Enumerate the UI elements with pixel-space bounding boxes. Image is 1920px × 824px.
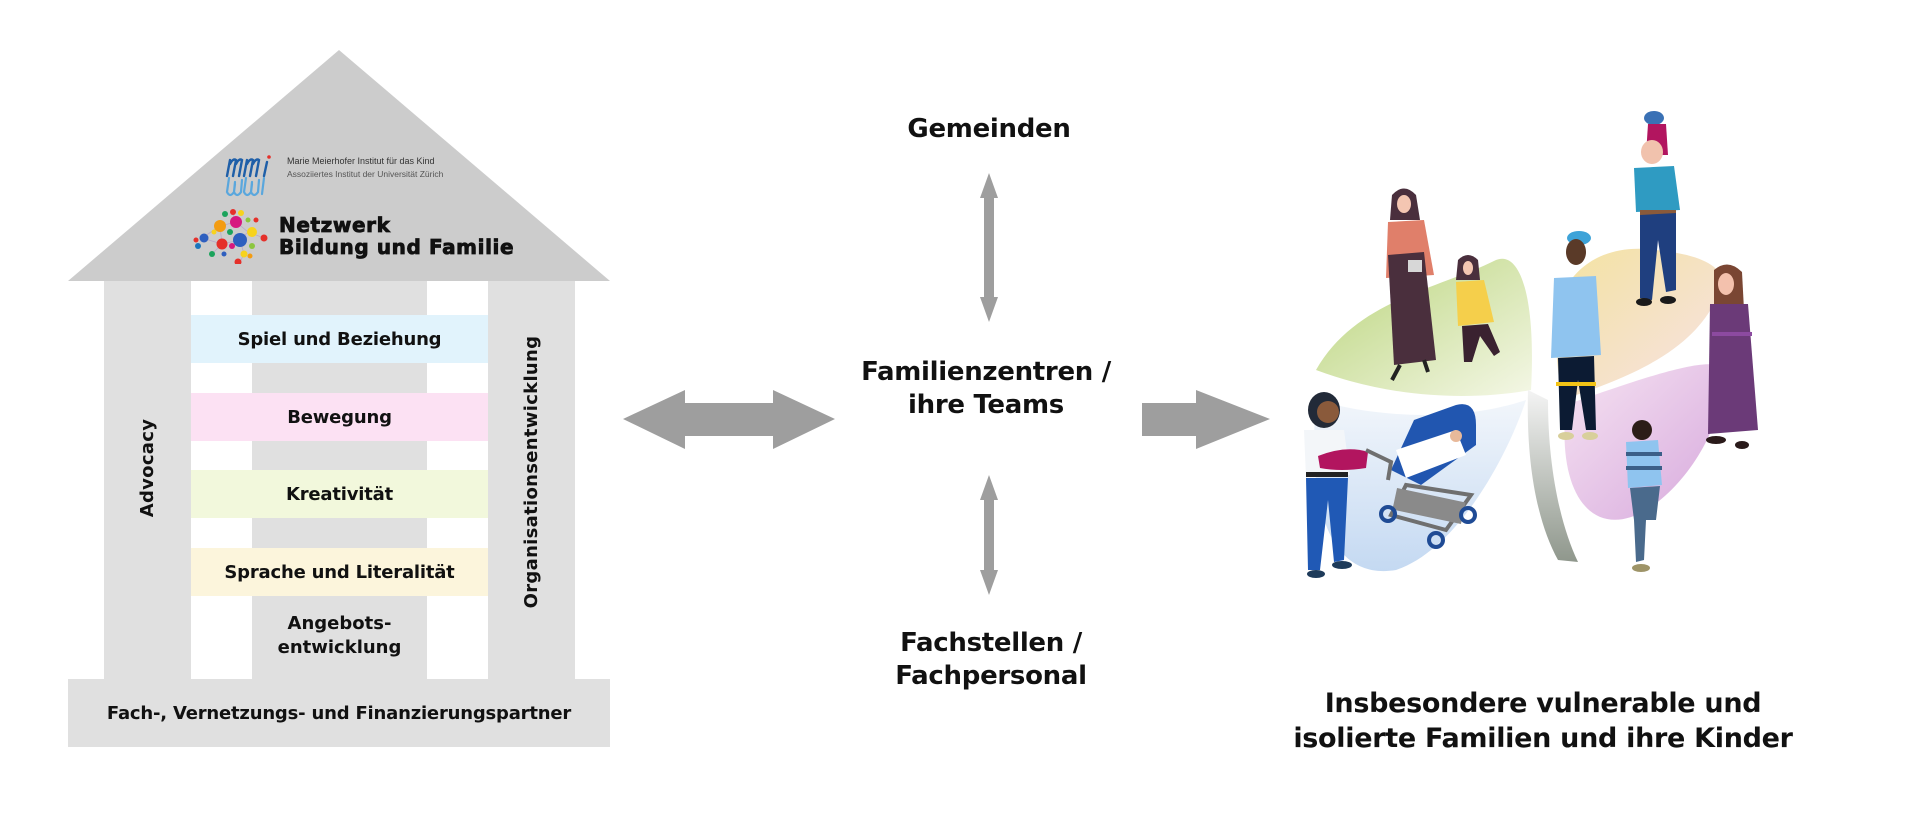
band-label: Kreativität: [285, 483, 393, 505]
stroller-icon: [1365, 404, 1477, 549]
band-label: Spiel und Beziehung: [237, 328, 442, 350]
band-label: Sprache und Literalität: [224, 561, 455, 583]
fachstellen-line2: Fachpersonal: [895, 661, 1087, 691]
fachstellen-line1: Fachstellen /: [900, 628, 1082, 658]
band-sprache-und-literalitaet: Sprache und Literalität: [191, 548, 488, 596]
clover-stem: [1527, 390, 1578, 562]
figure-boy-striped-shirt: [1626, 420, 1662, 572]
network-dots-logo-icon: [193, 209, 268, 264]
figure-girl-hijab: [1456, 255, 1500, 362]
network-logo-line1: Netzwerk: [279, 213, 391, 237]
mmi-logo-icon: [225, 155, 271, 197]
families-clover-illustration: [1304, 111, 1758, 578]
double-arrow-horizontal-icon: [623, 390, 835, 449]
angebotsentwicklung-label: Angebots- entwicklung: [252, 612, 427, 660]
angebot-line2: entwicklung: [277, 637, 402, 658]
figure-man-with-child-on-shoulders: [1634, 111, 1680, 306]
figure-person-with-braids: [1551, 231, 1601, 440]
organisationsentwicklung-label: Organisationsentwicklung: [521, 335, 542, 609]
advocacy-label: Advocacy: [137, 418, 158, 518]
mmi-subtitle: Assoziiertes Institut der Universität Zü…: [287, 169, 444, 179]
target-group-caption: Insbesondere vulnerable und isolierte Fa…: [1293, 686, 1793, 756]
familienzentren-line2: ihre Teams: [908, 390, 1064, 420]
caption-line2: isolierte Familien und ihre Kinder: [1293, 723, 1793, 754]
house-roof: [68, 50, 610, 281]
band-label: Bewegung: [287, 406, 392, 428]
familienzentren-label: Familienzentren / ihre Teams: [836, 356, 1136, 422]
band-bewegung: Bewegung: [191, 393, 488, 441]
pillar-advocacy: [104, 281, 191, 679]
familienzentren-line1: Familienzentren /: [861, 357, 1111, 387]
double-arrow-vertical-bottom-icon: [980, 475, 998, 595]
band-kreativitaet: Kreativität: [191, 470, 488, 518]
house-base: Fach-, Vernetzungs- und Finanzierungspar…: [68, 679, 610, 747]
arrow-right-icon: [1142, 390, 1270, 449]
figure-woman-purple-dress: [1706, 264, 1758, 449]
double-arrow-vertical-top-icon: [980, 173, 998, 322]
network-logo-line2: Bildung und Familie: [279, 235, 515, 259]
band-spiel-und-beziehung: Spiel und Beziehung: [191, 315, 488, 363]
network-logo-text: Netzwerk Bildung und Familie: [279, 213, 515, 259]
mmi-institute-text: Marie Meierhofer Institut für das Kind A…: [287, 155, 443, 181]
figure-mother-with-stroller: [1304, 392, 1368, 578]
gemeinden-label: Gemeinden: [907, 114, 1071, 144]
angebot-line1: Angebots-: [287, 613, 392, 634]
pillar-organisationsentwicklung: [488, 281, 575, 679]
mmi-name: Marie Meierhofer Institut für das Kind: [287, 156, 435, 166]
figure-woman-hijab-with-child: [1386, 188, 1436, 381]
base-label: Fach-, Vernetzungs- und Finanzierungspar…: [106, 702, 572, 724]
caption-line1: Insbesondere vulnerable und: [1324, 688, 1762, 719]
fachstellen-label: Fachstellen / Fachpersonal: [841, 627, 1141, 693]
